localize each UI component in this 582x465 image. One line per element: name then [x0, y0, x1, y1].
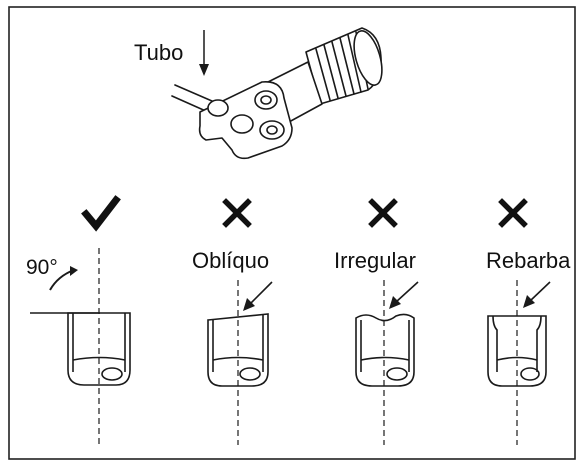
cross-mark-icon [498, 198, 528, 228]
check-mark-icon [81, 195, 121, 232]
tube-oblique-cut [207, 313, 269, 387]
cut-label-oblique: Oblíquo [192, 248, 269, 273]
burr-pointer-line [529, 281, 551, 302]
burr-pointer-arrow [523, 295, 535, 308]
figure-border [8, 6, 576, 460]
irregular-pointer-arrow [389, 296, 401, 309]
tube-pointer-arrow [199, 64, 209, 76]
cross-mark-icon [368, 198, 398, 228]
tube-irregular-cut [355, 313, 415, 387]
irregular-pointer-line [395, 281, 419, 303]
cut-label-burr: Rebarba [486, 248, 571, 273]
oblique-pointer-line [249, 281, 273, 305]
cross-mark-icon [222, 198, 252, 228]
tube-correct-cut [30, 266, 131, 386]
cut-label-irregular: Irregular [334, 248, 416, 273]
oblique-pointer-arrow [243, 298, 255, 311]
tube-label: Tubo [134, 40, 183, 65]
pipe-cutter-illustration [171, 27, 383, 160]
angle-label: 90° [26, 256, 58, 279]
tube-burr-cut [487, 315, 547, 387]
